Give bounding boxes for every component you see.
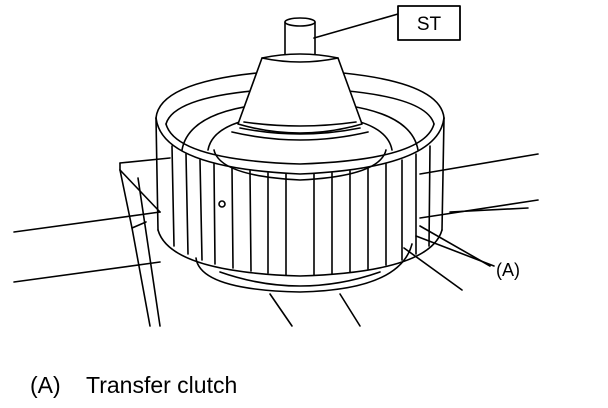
st-leader-line (313, 13, 399, 39)
legend-caption: (A) Transfer clutch (30, 372, 237, 399)
st-label-box (397, 5, 461, 41)
a-leader-line (419, 225, 491, 267)
st-label: ST (417, 14, 442, 35)
part-a-label: (A) (496, 260, 520, 280)
clutch-drum (155, 69, 445, 277)
workbench (13, 153, 539, 327)
legend-text: Transfer clutch (86, 372, 238, 398)
clutch-base (195, 235, 495, 327)
legend-key: (A) (30, 372, 61, 398)
special-tool (237, 17, 363, 135)
